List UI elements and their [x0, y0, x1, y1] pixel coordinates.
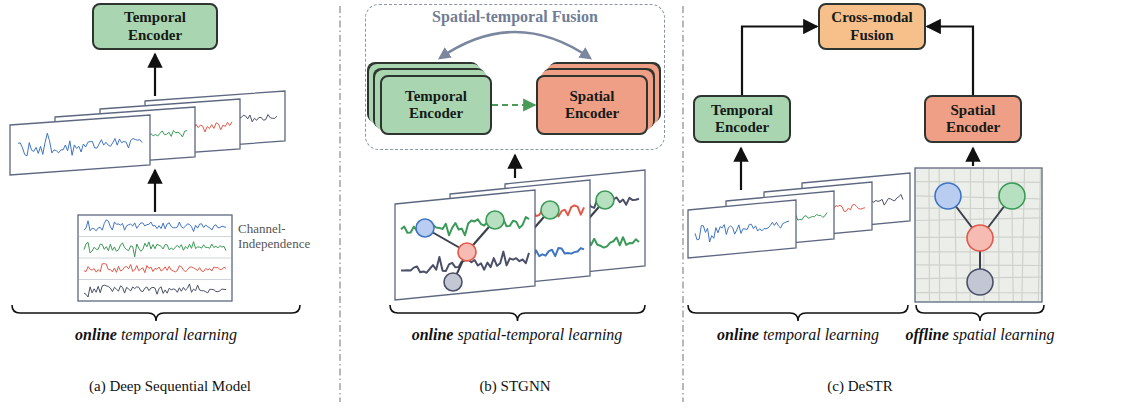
- encoder-box: Temporal Encoder: [693, 95, 791, 143]
- flow-arrow: [740, 148, 742, 190]
- series-line: [695, 221, 789, 242]
- graph-vertex: [486, 211, 504, 229]
- channel-box: [78, 215, 232, 301]
- connector-arrow: [742, 27, 817, 96]
- node-label: Spatial-temporal Fusion: [366, 8, 664, 26]
- flow-arrow: [154, 54, 156, 96]
- curly-brace: [390, 305, 645, 321]
- map-street: [998, 169, 1000, 301]
- graph-vertex: [416, 219, 434, 237]
- fusion-arc: [440, 32, 590, 58]
- data-frame: [10, 115, 150, 175]
- bracket-label: offline spatial learning: [905, 326, 1054, 344]
- series-line: [84, 264, 226, 273]
- graph-vertex: [596, 191, 614, 209]
- map-tile: [915, 168, 1042, 302]
- panel-divider: [339, 6, 340, 402]
- panel-caption: (b) STGNN: [479, 378, 550, 395]
- bracket-label: online spatial-temporal learning: [412, 326, 623, 344]
- label-rest: temporal learning: [759, 326, 879, 343]
- node-label: Spatial Encoder: [544, 88, 640, 123]
- emphasis: online: [75, 326, 117, 343]
- panel-caption: (a) Deep Sequential Model: [89, 378, 251, 395]
- bracket-label: online temporal learning: [717, 326, 879, 344]
- flow-arrow: [972, 148, 974, 166]
- graph-vertex: [967, 269, 993, 295]
- channel-separator: [79, 236, 231, 237]
- encoder-stack: Spatial Encoder: [536, 75, 648, 135]
- emphasis: online: [717, 326, 759, 343]
- encoder-box: Spatial Encoder: [924, 95, 1022, 143]
- series-line: [84, 284, 226, 297]
- flow-arrow: [154, 170, 156, 212]
- node-label: Cross-modal Fusion: [826, 9, 918, 44]
- map-street: [928, 169, 930, 301]
- illustration-group: [10, 54, 1044, 321]
- annotation: Channel-Independence: [238, 222, 323, 252]
- fusion-box: Cross-modal Fusion: [818, 3, 926, 50]
- node-label: Temporal Encoder: [100, 9, 210, 44]
- map-street: [1038, 169, 1040, 301]
- graph-vertex: [999, 183, 1025, 209]
- encoder-stack: Temporal Encoder: [380, 75, 492, 135]
- panel-caption: (c) DeSTR: [827, 378, 892, 395]
- bracket-label: online temporal learning: [75, 326, 237, 344]
- channel-separator: [79, 279, 231, 280]
- flow-arrow: [514, 155, 516, 178]
- node-label: Temporal Encoder: [701, 102, 783, 137]
- graph-vertex: [458, 243, 476, 261]
- map-street: [916, 218, 1041, 221]
- map-street: [916, 207, 1041, 209]
- panel-divider: [682, 6, 683, 402]
- node-label: Temporal Encoder: [388, 88, 484, 123]
- graph-vertex: [967, 225, 993, 251]
- series-line: [84, 220, 226, 232]
- label-rest: spatial learning: [949, 326, 1055, 343]
- curly-brace: [688, 305, 908, 321]
- map-street: [916, 181, 1041, 183]
- label-rest: spatial-temporal learning: [453, 326, 622, 343]
- curly-brace: [12, 305, 300, 321]
- data-frame: [688, 200, 796, 258]
- graph-vertex: [541, 201, 559, 219]
- encoder-box: Temporal Encoder: [92, 3, 218, 50]
- connector-arrow: [927, 27, 973, 96]
- node-label: Spatial Encoder: [932, 102, 1014, 137]
- fusion-link: [492, 104, 535, 106]
- emphasis: offline: [905, 326, 948, 343]
- series-line: [18, 133, 142, 156]
- series-line: [84, 242, 226, 257]
- graph-vertex: [444, 273, 462, 291]
- curly-brace: [916, 305, 1044, 321]
- emphasis: online: [412, 326, 454, 343]
- graph-vertex: [935, 183, 961, 209]
- channel-separator: [79, 258, 231, 259]
- data-frame: [395, 190, 535, 300]
- fusion-region: Spatial-temporal FusionTemporal Encoder S…: [365, 4, 665, 150]
- label-rest: temporal learning: [117, 326, 237, 343]
